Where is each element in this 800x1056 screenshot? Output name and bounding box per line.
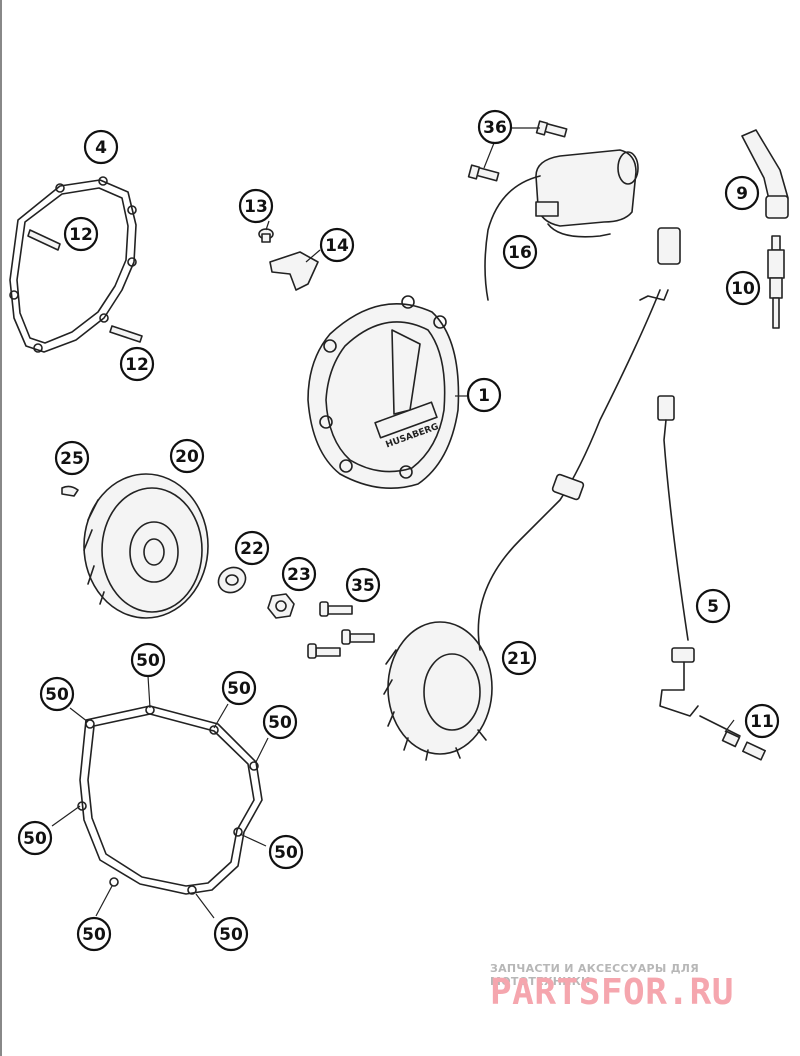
svg-text:12: 12 bbox=[69, 225, 93, 245]
woodruff-key-part-25 bbox=[61, 485, 79, 497]
svg-text:14: 14 bbox=[325, 236, 349, 256]
nut-part-23 bbox=[267, 593, 295, 619]
sensor-cable-part-5 bbox=[657, 395, 699, 717]
svg-text:50: 50 bbox=[136, 651, 160, 671]
svg-text:36: 36 bbox=[483, 118, 507, 138]
screw-part-11 bbox=[699, 715, 766, 761]
svg-text:21: 21 bbox=[507, 649, 531, 669]
svg-text:50: 50 bbox=[274, 843, 298, 863]
svg-text:50: 50 bbox=[227, 679, 251, 699]
flywheel-part-20 bbox=[83, 473, 209, 619]
callout-25: 25 bbox=[54, 440, 90, 476]
callout-50-right: 50 bbox=[262, 704, 298, 740]
callout-12-top: 12 bbox=[63, 216, 99, 252]
bolt-part-35-c bbox=[307, 643, 341, 659]
svg-text:22: 22 bbox=[240, 539, 264, 559]
callout-50-lower-right: 50 bbox=[268, 834, 304, 870]
svg-text:50: 50 bbox=[82, 925, 106, 945]
watermark-tagline: ЗАПЧАСТИ И АКСЕССУАРЫ ДЛЯ МОТОТЕХНИКИ bbox=[490, 962, 700, 988]
svg-text:50: 50 bbox=[219, 925, 243, 945]
callout-50-bottom-left: 50 bbox=[76, 916, 112, 952]
svg-text:13: 13 bbox=[244, 197, 268, 217]
generator-cover-gasket bbox=[77, 705, 263, 895]
callout-23: 23 bbox=[281, 556, 317, 592]
generator-cover-part-1: HUSABERG bbox=[307, 295, 460, 489]
ignition-coil-part-16 bbox=[484, 149, 639, 301]
bolt-part-36-a bbox=[535, 120, 568, 138]
callout-14: 14 bbox=[319, 227, 355, 263]
watermark-logo: PARTSFOR.RU bbox=[490, 972, 734, 1013]
gasket-part-4 bbox=[9, 176, 137, 353]
spark-plug-cap-part-9 bbox=[741, 129, 789, 219]
svg-text:50: 50 bbox=[23, 829, 47, 849]
callout-22: 22 bbox=[234, 530, 270, 566]
svg-text:50: 50 bbox=[45, 685, 69, 705]
svg-text:5: 5 bbox=[707, 597, 719, 617]
washer-part-22 bbox=[217, 566, 247, 594]
callout-50-top: 50 bbox=[130, 642, 166, 678]
svg-text:20: 20 bbox=[175, 447, 199, 467]
svg-text:25: 25 bbox=[60, 449, 84, 469]
callout-50-top-right: 50 bbox=[221, 670, 257, 706]
stator-part-21 bbox=[383, 227, 681, 761]
svg-text:16: 16 bbox=[508, 243, 532, 263]
screw-part-13 bbox=[258, 228, 274, 243]
callout-5: 5 bbox=[695, 588, 731, 624]
callout-13: 13 bbox=[238, 188, 274, 224]
svg-text:9: 9 bbox=[736, 184, 748, 204]
callout-21: 21 bbox=[501, 640, 537, 676]
callout-50-top-left: 50 bbox=[39, 676, 75, 712]
callout-4: 4 bbox=[83, 129, 119, 165]
bolt-part-35-b bbox=[341, 629, 375, 645]
svg-text:11: 11 bbox=[750, 712, 774, 732]
bolt-part-36-b bbox=[467, 164, 500, 182]
callout-9: 9 bbox=[724, 175, 760, 211]
callout-10: 10 bbox=[725, 270, 761, 306]
callout-20: 20 bbox=[169, 438, 205, 474]
svg-text:1: 1 bbox=[478, 386, 490, 406]
svg-text:35: 35 bbox=[351, 576, 375, 596]
callout-11: 11 bbox=[744, 703, 780, 739]
callout-16: 16 bbox=[502, 234, 538, 270]
callout-35: 35 bbox=[345, 567, 381, 603]
svg-text:10: 10 bbox=[731, 279, 755, 299]
bolt-part-35-a bbox=[319, 601, 353, 617]
callout-1: 1 bbox=[466, 377, 502, 413]
svg-text:50: 50 bbox=[268, 713, 292, 733]
svg-text:23: 23 bbox=[287, 565, 311, 585]
callout-50-left: 50 bbox=[17, 820, 53, 856]
spark-plug-part-10 bbox=[767, 235, 785, 329]
callout-12-bottom: 12 bbox=[119, 346, 155, 382]
dowel-pin-part-12-top bbox=[27, 229, 61, 251]
callout-36: 36 bbox=[477, 109, 513, 145]
svg-text:12: 12 bbox=[125, 355, 149, 375]
callout-50-bottom-right: 50 bbox=[213, 916, 249, 952]
svg-text:4: 4 bbox=[95, 138, 107, 158]
dowel-pin-part-12-bottom bbox=[109, 325, 143, 343]
leader-lines bbox=[51, 127, 735, 919]
page-left-border bbox=[0, 0, 2, 1056]
